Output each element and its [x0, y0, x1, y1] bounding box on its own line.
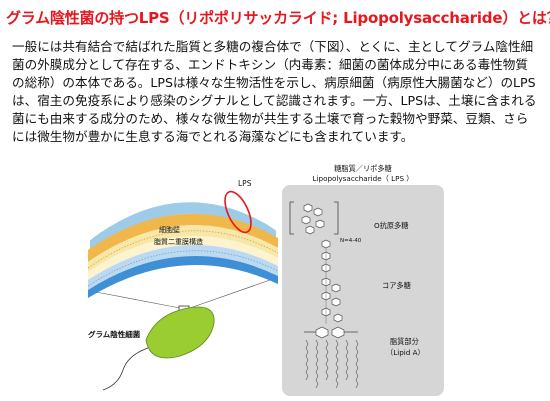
core-label: コア多糖	[382, 281, 411, 290]
page-title: グラム陰性菌の持つLPS（リポポリサッカライド; Lipopolysacchar…	[6, 9, 550, 27]
panel-title-jp: 糖脂質／リポ多糖	[334, 164, 392, 173]
membrane-label: 脂質二重膜構造	[154, 237, 203, 246]
repeat-count-label: N=4-40	[340, 238, 362, 244]
lipid-a-head	[315, 326, 345, 339]
lps-structure-diagram: 糖脂質／リポ多糖 Lipopolysaccharide（ LPS ） N=4-4…	[282, 164, 444, 396]
lps-highlight-ring	[224, 190, 252, 234]
bacterium-label: グラム陰性細菌	[88, 329, 141, 339]
lipid-a-label: （Lipid A）	[386, 348, 425, 357]
membrane-cross-section	[88, 202, 278, 298]
fatty-acid-chains	[305, 339, 359, 389]
lps-label: LPS	[238, 180, 252, 188]
lipid-label: 脂質部分	[390, 337, 419, 346]
bacterium-icon	[145, 306, 215, 359]
panel-title-en: Lipopolysaccharide（ LPS ）	[313, 174, 414, 183]
o-antigen-sugars	[301, 203, 331, 273]
structure-panel	[282, 185, 444, 396]
flagellum	[102, 347, 149, 391]
body-paragraph: 一般には共有結合で結ばれた脂質と多糖の複合体で（下図）、とくに、主としてグラム陰…	[12, 39, 537, 144]
cell-wall-label: 細胞壁	[159, 225, 180, 234]
o-antigen-label: O抗原多糖	[374, 221, 408, 230]
membrane-illustration: LPS 細胞壁 脂質二重膜構造 グラム陰性細菌	[88, 180, 278, 391]
